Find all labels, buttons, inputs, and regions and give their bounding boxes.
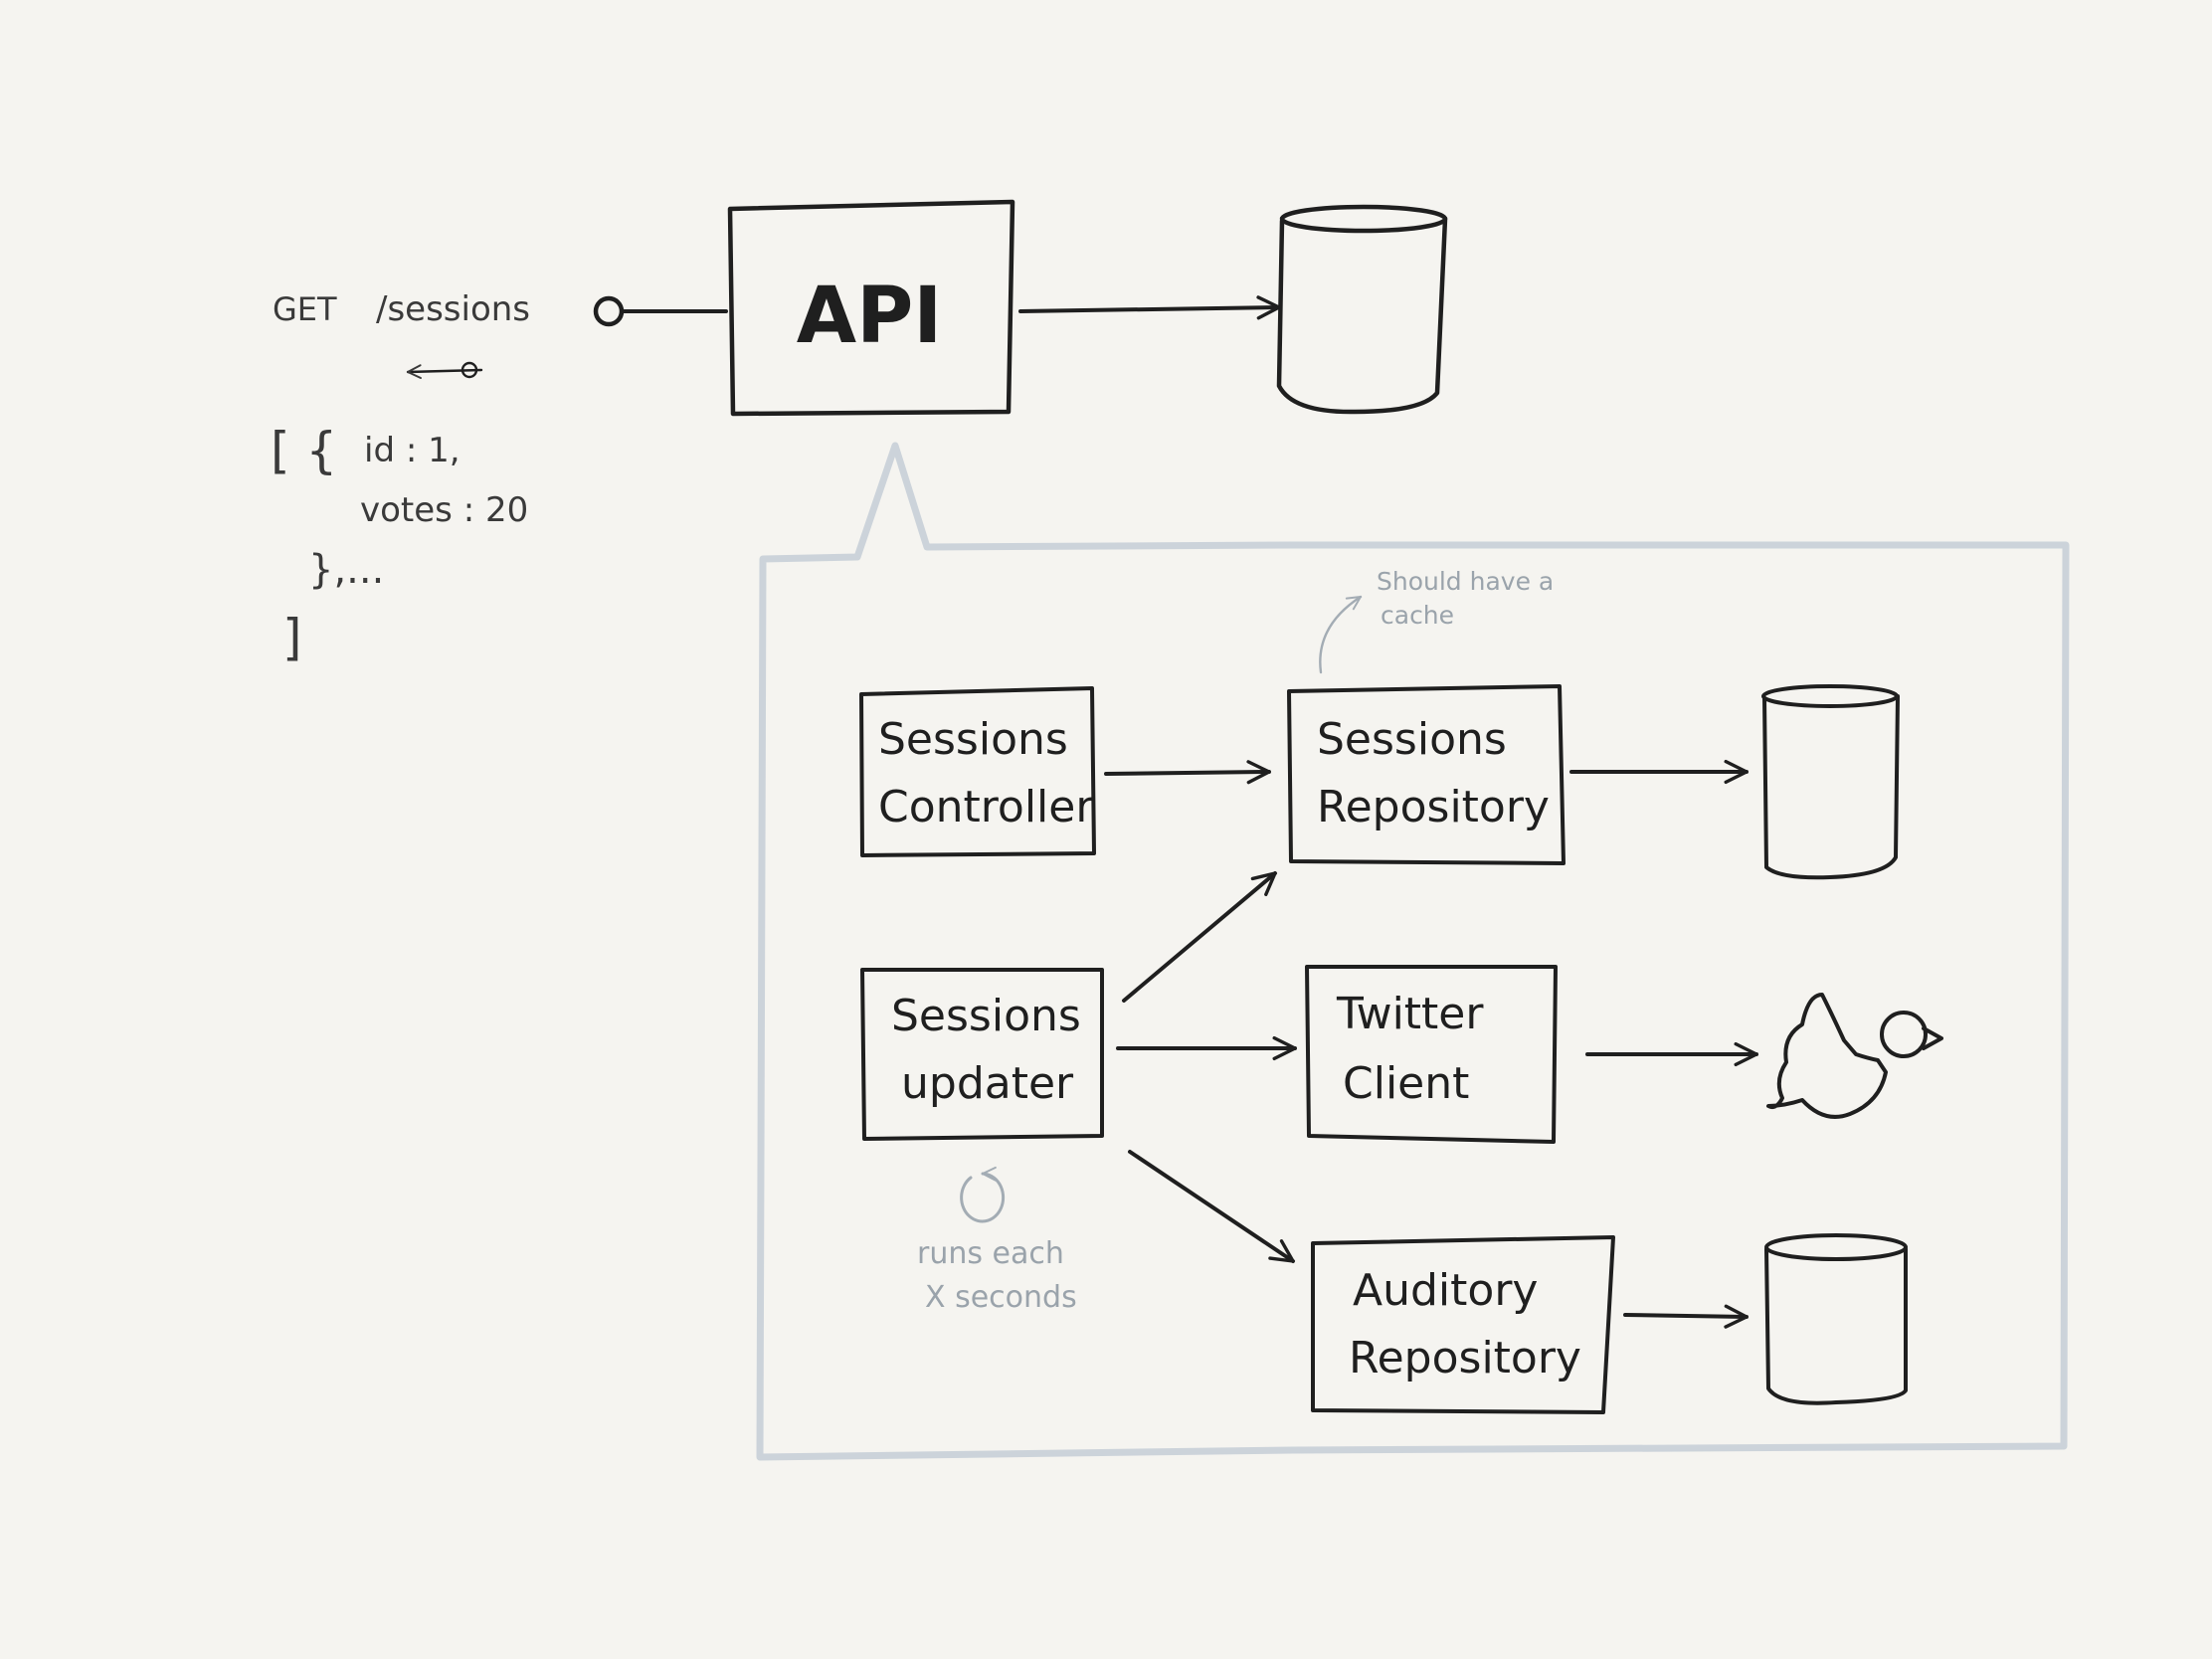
auditory-repository-box: Auditory Repository [1311, 1235, 1615, 1414]
database-icon [1276, 204, 1448, 415]
auditory-repository-line2: Repository [1349, 1333, 1581, 1383]
cache-note: Should have a cache [1319, 567, 1554, 674]
api-endpoint-socket [593, 295, 625, 327]
database-icon [1764, 1233, 1908, 1405]
cache-note-line2: cache [1381, 601, 1454, 630]
request-method: GET [273, 290, 337, 328]
response-close-bracket: ] [282, 609, 302, 666]
auditory-repository-line1: Auditory [1353, 1265, 1538, 1316]
api-box: API [593, 199, 1015, 417]
updater-to-auditory-arrow [1128, 1150, 1295, 1263]
twitter-bird-icon [1766, 993, 1943, 1119]
api-box-border [727, 199, 1015, 417]
request-path: /sessions [376, 289, 530, 329]
twitter-client-line1: Twitter [1336, 989, 1484, 1039]
auditory-to-db-arrow [1623, 1304, 1749, 1329]
sessions-repository-box: Sessions Repository [1287, 684, 1566, 865]
cache-note-line1: Should have a [1377, 567, 1554, 596]
runs-note-line1: runs each [917, 1236, 1064, 1271]
sessions-controller-line2: Controller [878, 782, 1094, 832]
response-open-bracket: [ { [271, 422, 337, 479]
controller-to-repository-arrow [1104, 760, 1271, 785]
sessions-controller-box: Sessions Controller [859, 686, 1096, 857]
sessions-updater-line2: updater [901, 1058, 1074, 1109]
response-field-id: id : 1, [364, 431, 461, 470]
cache-note-arrow [1319, 595, 1363, 674]
response-arrow [406, 364, 483, 380]
refresh-loop-icon [960, 1166, 1006, 1223]
sessions-updater-box: Sessions updater [860, 968, 1104, 1141]
updater-to-repository-arrow [1122, 871, 1277, 1003]
response-body: [ { id : 1, votes : 20 },... ] [271, 422, 528, 666]
runs-note-line2: X seconds [925, 1280, 1077, 1315]
twitter-client-line2: Client [1343, 1058, 1469, 1109]
sessions-repository-line1: Sessions [1317, 714, 1507, 765]
api-to-db-arrow [1018, 295, 1281, 320]
response-close-brace: },... [308, 547, 384, 593]
runs-note: runs each X seconds [917, 1236, 1077, 1315]
sessions-updater-line1: Sessions [891, 991, 1081, 1041]
database-icon [1761, 684, 1900, 880]
response-arrow-origin [461, 361, 478, 379]
sessions-controller-line1: Sessions [878, 714, 1068, 765]
request-annotation: GET /sessions [273, 289, 530, 380]
api-label: API [797, 272, 943, 361]
sessions-repository-line2: Repository [1317, 782, 1550, 832]
callout-panel-border [756, 442, 2070, 1461]
response-field-votes: votes : 20 [360, 490, 528, 530]
twitter-client-box: Twitter Client [1305, 965, 1558, 1144]
